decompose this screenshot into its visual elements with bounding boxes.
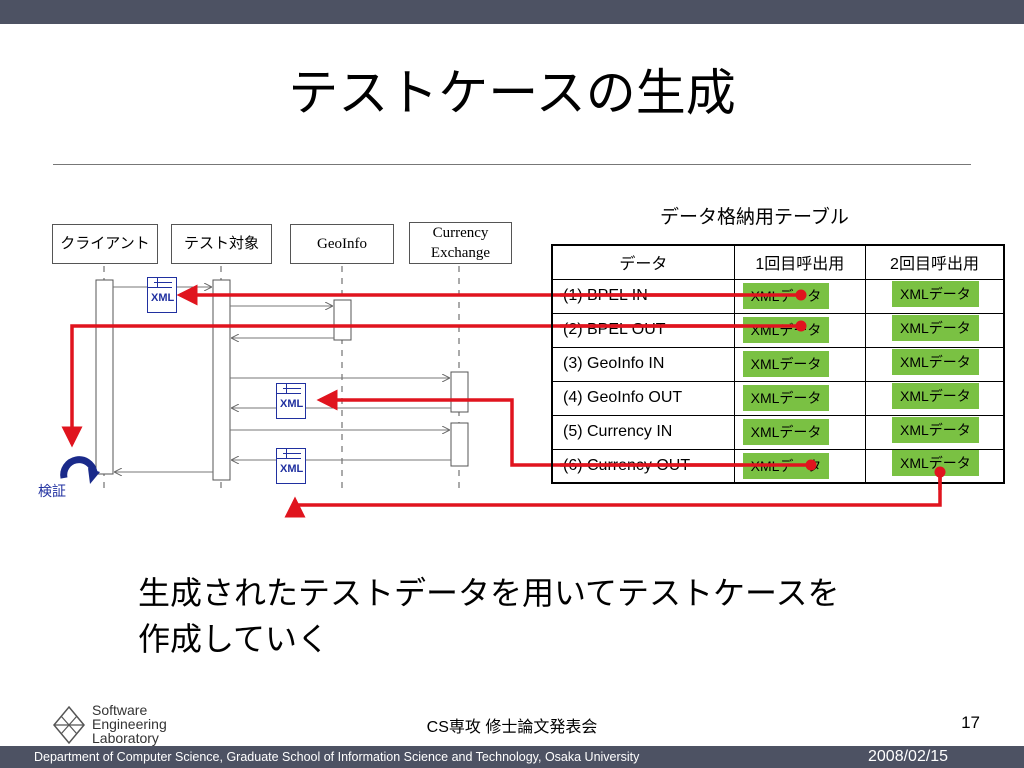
page-number: 17 [961, 713, 980, 732]
xml-data-pill: XMLデータ [742, 419, 830, 445]
xml-data-pill: XMLデータ [892, 314, 979, 341]
activation-client [95, 279, 114, 475]
data-storage-table: データ 1回目呼出用 2回目呼出用 (1) BPEL IN XMLデータ XML… [551, 244, 1005, 484]
bottom-bar: Department of Computer Science, Graduate… [0, 746, 1024, 768]
department-text: Department of Computer Science, Graduate… [34, 750, 640, 764]
row-data-label: (6) Currency OUT [551, 448, 735, 484]
row-data-label: (1) BPEL IN [551, 278, 735, 314]
table-row: (2) BPEL OUT XMLデータ XMLデータ [551, 312, 1005, 348]
activation-target [212, 279, 231, 481]
row-second-cell: XMLデータ [865, 278, 1005, 314]
main-text-line-2: 作成していく [138, 620, 330, 658]
xml-data-pill: XMLデータ [892, 348, 979, 375]
table-caption: データ格納用テーブル [660, 206, 849, 228]
table-row: (1) BPEL IN XMLデータ XMLデータ [551, 278, 1005, 314]
xml-data-pill: XMLデータ [742, 283, 830, 309]
lab-logo: Software Engineering Laboratory [52, 703, 192, 745]
xml-doc-label: XML [151, 292, 175, 304]
xml-document-icon: XML [276, 383, 306, 419]
lab-logo-text: Software Engineering Laboratory [92, 703, 167, 745]
lifeline-label-client: クライアント [60, 234, 150, 252]
header-second-call: 2回目呼出用 [865, 244, 1005, 280]
xml-document-icon: XML [147, 277, 177, 313]
table-row: (4) GeoInfo OUT XMLデータ XMLデータ [551, 380, 1005, 416]
verify-label: 検証 [38, 484, 66, 500]
table-row: (6) Currency OUT XMLデータ XMLデータ [551, 448, 1005, 484]
slide-title: テストケースの生成 [288, 64, 736, 122]
row-first-cell: XMLデータ [733, 312, 867, 348]
xml-doc-label: XML [280, 463, 304, 475]
title-divider [53, 164, 971, 165]
row-second-cell: XMLデータ [865, 448, 1005, 484]
row-data-label: (2) BPEL OUT [551, 312, 735, 348]
row-second-cell: XMLデータ [865, 380, 1005, 416]
row-first-cell: XMLデータ [733, 346, 867, 382]
xml-document-icon: XML [276, 448, 306, 484]
xml-data-pill: XMLデータ [892, 382, 979, 409]
row-data-label: (4) GeoInfo OUT [551, 380, 735, 416]
lab-logo-icon [53, 705, 85, 745]
header-first-call: 1回目呼出用 [733, 244, 867, 280]
lifeline-label-geoinfo: GeoInfo [317, 236, 367, 252]
logo-line-3: Laboratory [92, 730, 159, 746]
table-header-row: データ 1回目呼出用 2回目呼出用 [551, 244, 1005, 280]
lifeline-box-geoinfo: GeoInfo [290, 224, 394, 264]
activation-currency-2 [450, 422, 469, 467]
row-data-label: (5) Currency IN [551, 414, 735, 450]
xml-data-pill: XMLデータ [742, 385, 830, 411]
footer-event: CS専攻 修士論文発表会 [426, 719, 598, 736]
table-row: (5) Currency IN XMLデータ XMLデータ [551, 414, 1005, 450]
row-first-cell: XMLデータ [733, 448, 867, 484]
main-text-line-1: 生成されたテストデータを用いてテストケースを [138, 574, 840, 612]
table-row: (3) GeoInfo IN XMLデータ XMLデータ [551, 346, 1005, 382]
lifeline-label-target: テスト対象 [183, 234, 259, 252]
xml-data-pill: XMLデータ [892, 450, 979, 477]
xml-data-pill: XMLデータ [892, 280, 979, 307]
xml-data-pill: XMLデータ [742, 452, 830, 479]
row-second-cell: XMLデータ [865, 414, 1005, 450]
row-data-label: (3) GeoInfo IN [551, 346, 735, 382]
row-second-cell: XMLデータ [865, 312, 1005, 348]
xml-data-pill: XMLデータ [742, 317, 830, 343]
xml-data-pill: XMLデータ [892, 416, 979, 443]
lifeline-box-target: テスト対象 [171, 224, 272, 264]
xml-data-pill: XMLデータ [742, 351, 830, 377]
xml-doc-label: XML [280, 398, 304, 410]
lifeline-label-currency-1: Currency [432, 225, 489, 241]
row-first-cell: XMLデータ [733, 414, 867, 450]
main-description: 生成されたテストデータを用いてテストケースを 作成していく [138, 570, 958, 662]
lifeline-label-currency-2: Exchange [430, 245, 491, 261]
activation-geoinfo [333, 299, 352, 341]
lifeline-box-currency: Currency Exchange [409, 222, 512, 264]
row-first-cell: XMLデータ [733, 380, 867, 416]
logo-line-1: Software [92, 702, 148, 718]
row-second-cell: XMLデータ [865, 346, 1005, 382]
verify-arrow-icon [60, 456, 98, 479]
activation-currency-1 [450, 371, 469, 413]
row-first-cell: XMLデータ [733, 278, 867, 314]
presentation-date: 2008/02/15 [868, 748, 949, 765]
lifeline-box-client: クライアント [52, 224, 158, 264]
header-data: データ [551, 244, 735, 280]
top-bar [0, 0, 1024, 24]
logo-line-2: Engineering [92, 716, 167, 732]
